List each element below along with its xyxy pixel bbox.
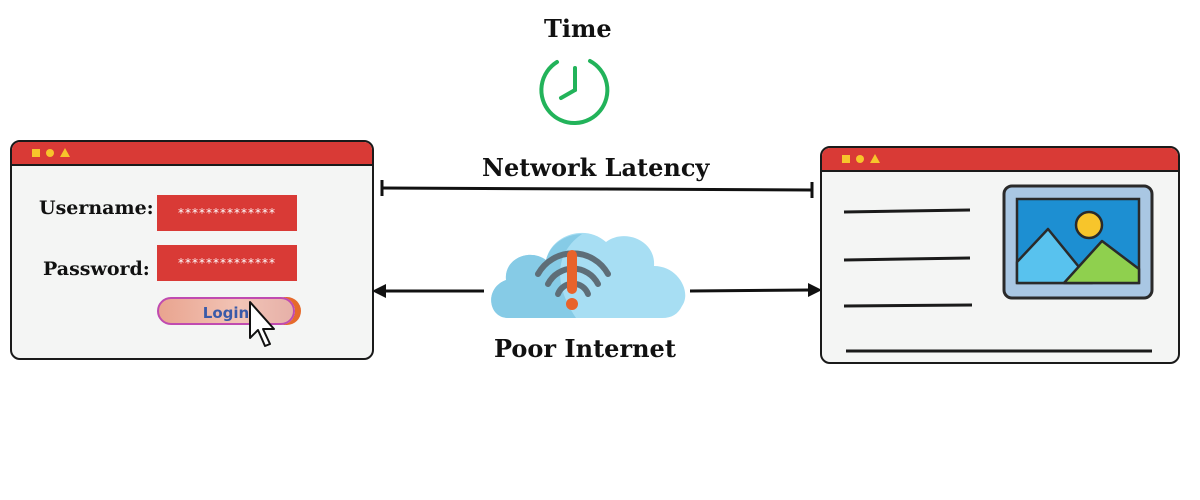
wifi-alert-icon: [535, 250, 611, 310]
window-triangle-icon: [870, 154, 880, 163]
login-button[interactable]: Login: [157, 297, 295, 325]
network-latency-label: Network Latency: [482, 153, 710, 182]
window-square-icon: [842, 155, 850, 163]
password-field[interactable]: **************: [157, 245, 297, 281]
password-label: Password:: [43, 258, 150, 280]
clock-icon: [539, 59, 610, 126]
cursor-icon: [249, 301, 275, 347]
image-icon: [1002, 184, 1154, 300]
cloud-icon: [491, 232, 686, 318]
poor-internet-label: Poor Internet: [494, 334, 676, 363]
content-window-titlebar: [822, 148, 1178, 172]
username-field[interactable]: **************: [157, 195, 297, 231]
window-square-icon: [32, 149, 40, 157]
time-label: Time: [544, 14, 612, 43]
content-window: [820, 146, 1180, 364]
window-triangle-icon: [60, 148, 70, 157]
window-circle-icon: [46, 149, 54, 157]
text-placeholder-lines: [843, 208, 1152, 353]
login-window: Username: ************** Password: *****…: [10, 140, 374, 360]
window-circle-icon: [856, 155, 864, 163]
login-window-titlebar: [12, 142, 372, 166]
username-label: Username:: [39, 197, 154, 219]
